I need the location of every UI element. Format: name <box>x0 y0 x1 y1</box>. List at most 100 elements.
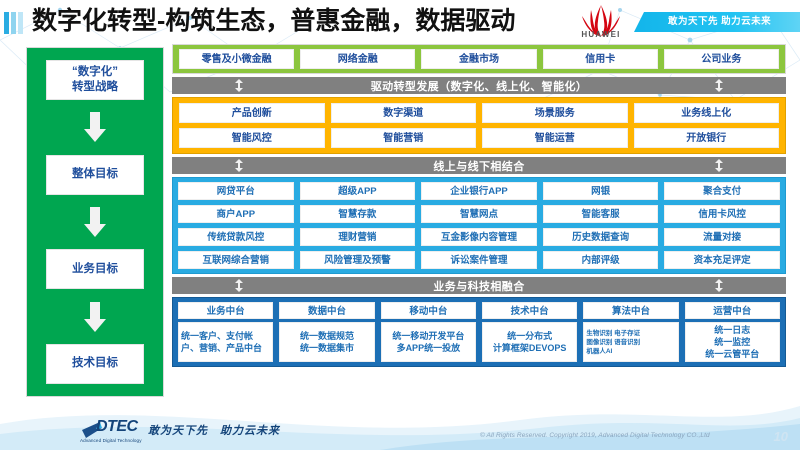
dtec-subtitle: Advanced Digital Technology <box>80 438 142 443</box>
drive-item-open-banking[interactable]: 开放银行 <box>633 128 779 148</box>
strategy-box-overall-goal[interactable]: 整体目标 <box>46 154 144 195</box>
oper-line-2: 统一监控 <box>714 337 751 347</box>
online-offline-row-3: 传统贷款风控 理财营销 互金影像内容管理 历史数据查询 流量对接 <box>178 228 780 246</box>
oo-item-capital-adequacy[interactable]: 资本充足评定 <box>664 251 780 269</box>
midplatform-body-technology: 统一分布式 计算框架DEVOPS <box>481 322 578 362</box>
strategy-box-technology-goal[interactable]: 技术目标 <box>46 343 144 384</box>
title-accent-bars <box>4 12 30 34</box>
tagline-text: 敢为天下先 助力云未来 <box>668 16 772 27</box>
midplatform-head-algorithm[interactable]: 算法中台 <box>583 302 679 319</box>
connector-bar-drive: 驱动转型发展（数字化、线上化、智能化） <box>172 77 786 94</box>
midplatform-body-algorithm: 生物识别 电子存证 图像识别 语音识别 机器人AI <box>583 322 679 362</box>
drive-item-smart-marketing[interactable]: 智能营销 <box>330 128 476 148</box>
up-down-arrow-icon <box>715 79 723 92</box>
oo-item-internet-integrated-marketing[interactable]: 互联网综合营销 <box>178 251 294 269</box>
mobile-line-2: 多APP统一投放 <box>396 343 461 353</box>
slide-header: 数字化转型-构筑生态，普惠金融，数据驱动 HUAWEI 敢为天下先 助力云未来 <box>0 0 800 40</box>
drive-item-business-online[interactable]: 业务线上化 <box>633 103 779 123</box>
midplatform-body-business: 统一客户、支付帐户、营销、产品中台 <box>178 322 274 362</box>
oo-item-online-banking[interactable]: 网银 <box>542 182 659 200</box>
oo-item-wealth-marketing[interactable]: 理财营销 <box>299 228 416 246</box>
strategy-box-digital-transformation[interactable]: “数字化” 转型战略 <box>46 60 144 100</box>
midplatform-head-data[interactable]: 数据中台 <box>279 302 375 319</box>
midplatform-head-technology[interactable]: 技术中台 <box>481 302 578 319</box>
online-offline-row-4: 互联网综合营销 风险管理及预警 诉讼案件管理 内部评级 资本充足评定 <box>178 251 780 269</box>
midplatform-column-algorithm: 算法中台 生物识别 电子存证 图像识别 语音识别 机器人AI <box>583 302 679 362</box>
midplatform-head-mobile[interactable]: 移动中台 <box>380 302 476 319</box>
oper-line-1: 统一日志 <box>714 325 751 335</box>
midplatform-row: 业务中台 统一客户、支付帐户、营销、产品中台 数据中台 统一数据规范 统一数据集… <box>178 302 780 362</box>
tech-line-2: 计算框架DEVOPS <box>492 343 567 353</box>
business-line-internet-finance[interactable]: 网络金融 <box>300 49 416 69</box>
connector-bar-online-offline-label: 线上与线下相结合 <box>433 160 525 173</box>
midplatform-column-technology: 技术中台 统一分布式 计算框架DEVOPS <box>481 302 578 362</box>
up-down-arrow-icon <box>715 159 723 172</box>
drive-item-smart-risk-control[interactable]: 智能风控 <box>179 128 325 148</box>
oo-item-enterprise-bank-app[interactable]: 企业银行APP <box>421 182 537 200</box>
oo-item-smart-branch[interactable]: 智慧网点 <box>421 205 537 223</box>
drive-section: 产品创新 数字渠道 场景服务 业务线上化 智能风控 智能营销 智能运营 开放银行 <box>172 97 786 154</box>
oo-item-credit-card-risk[interactable]: 信用卡风控 <box>664 205 780 223</box>
strategy-line-1: “数字化” <box>72 66 118 78</box>
data-line-1: 统一数据规范 <box>299 331 354 341</box>
midplatform-body-mobile: 统一移动开发平台 多APP统一投放 <box>380 322 476 362</box>
oo-item-risk-management-warning[interactable]: 风险管理及预警 <box>299 251 416 269</box>
oo-item-online-loan-platform[interactable]: 网贷平台 <box>178 182 294 200</box>
data-line-2: 统一数据集市 <box>299 343 354 353</box>
oo-item-image-content-management[interactable]: 互金影像内容管理 <box>421 228 537 246</box>
midplatform-column-operation: 运营中台 统一日志 统一监控 统一云管平台 <box>684 302 780 362</box>
oo-item-super-app[interactable]: 超级APP <box>299 182 416 200</box>
footer-copyright: © All Rights Reserved. Copyright 2019, A… <box>480 432 710 439</box>
algo-line-3: 机器人AI <box>586 347 613 355</box>
drive-item-smart-operation[interactable]: 智能运营 <box>482 128 628 148</box>
oo-item-historical-data-query[interactable]: 历史数据查询 <box>542 228 659 246</box>
strategy-box-business-goal[interactable]: 业务目标 <box>46 249 144 290</box>
up-down-arrow-icon <box>235 79 243 92</box>
oo-item-traffic-docking[interactable]: 流量对接 <box>664 228 780 246</box>
arrow-down-icon-1 <box>84 112 106 143</box>
strategy-line-2: 转型战略 <box>72 81 118 93</box>
oo-item-smart-customer-service[interactable]: 智能客服 <box>542 205 659 223</box>
oo-item-aggregate-payment[interactable]: 聚合支付 <box>664 182 780 200</box>
page-title: 数字化转型-构筑生态，普惠金融，数据驱动 <box>32 7 516 35</box>
connector-bar-business-tech: 业务与科技相融合 <box>172 277 786 294</box>
up-down-arrow-icon <box>235 159 243 172</box>
slide-footer: DTEC Advanced Digital Technology 敢为天下先 助… <box>0 402 800 450</box>
algo-line-2: 图像识别 语音识别 <box>586 338 641 346</box>
arrow-down-icon-3 <box>84 301 106 332</box>
tech-line-1: 统一分布式 <box>507 331 553 341</box>
footer-slogan: 敢为天下先 助力云未来 <box>148 425 280 437</box>
oo-item-merchant-app[interactable]: 商户APP <box>178 205 294 223</box>
midplatform-section: 业务中台 统一客户、支付帐户、营销、产品中台 数据中台 统一数据规范 统一数据集… <box>172 297 786 367</box>
oo-item-traditional-loan-risk[interactable]: 传统贷款风控 <box>178 228 294 246</box>
connector-bar-drive-label: 驱动转型发展（数字化、线上化、智能化） <box>370 80 588 93</box>
oo-item-litigation-case-management[interactable]: 诉讼案件管理 <box>421 251 537 269</box>
drive-item-product-innovation[interactable]: 产品创新 <box>179 103 325 123</box>
midplatform-body-operation: 统一日志 统一监控 统一云管平台 <box>684 322 780 362</box>
dtec-wordmark: DTEC <box>96 418 138 435</box>
drive-item-digital-channel[interactable]: 数字渠道 <box>330 103 476 123</box>
business-lines-row: 零售及小微金融 网络金融 金融市场 信用卡 公司业务 <box>179 49 780 69</box>
drive-row-2: 智能风控 智能营销 智能运营 开放银行 <box>179 128 779 148</box>
midplatform-column-business: 业务中台 统一客户、支付帐户、营销、产品中台 <box>178 302 274 362</box>
business-line-corporate[interactable]: 公司业务 <box>663 49 780 69</box>
business-line-retail[interactable]: 零售及小微金融 <box>179 49 295 69</box>
midplatform-column-data: 数据中台 统一数据规范 统一数据集市 <box>279 302 375 362</box>
online-offline-row-2: 商户APP 智慧存款 智慧网点 智能客服 信用卡风控 <box>178 205 780 223</box>
connector-bar-online-offline: 线上与线下相结合 <box>172 157 786 174</box>
business-line-financial-market[interactable]: 金融市场 <box>421 49 537 69</box>
strategy-column: “数字化” 转型战略 整体目标 业务目标 技术目标 <box>26 47 164 397</box>
oo-item-smart-deposit[interactable]: 智慧存款 <box>299 205 416 223</box>
page-number: 10 <box>773 429 788 444</box>
algo-line-1: 生物识别 电子存证 <box>586 329 641 337</box>
midplatform-body-data: 统一数据规范 统一数据集市 <box>279 322 375 362</box>
up-down-arrow-icon <box>235 279 243 292</box>
oper-line-3: 统一云管平台 <box>705 349 760 359</box>
oo-item-internal-rating[interactable]: 内部评级 <box>542 251 659 269</box>
business-line-credit-card[interactable]: 信用卡 <box>542 49 658 69</box>
midplatform-head-business[interactable]: 业务中台 <box>178 302 274 319</box>
midplatform-head-operation[interactable]: 运营中台 <box>684 302 780 319</box>
online-offline-section: 网贷平台 超级APP 企业银行APP 网银 聚合支付 商户APP 智慧存款 智慧… <box>172 177 786 274</box>
drive-item-scenario-service[interactable]: 场景服务 <box>482 103 628 123</box>
